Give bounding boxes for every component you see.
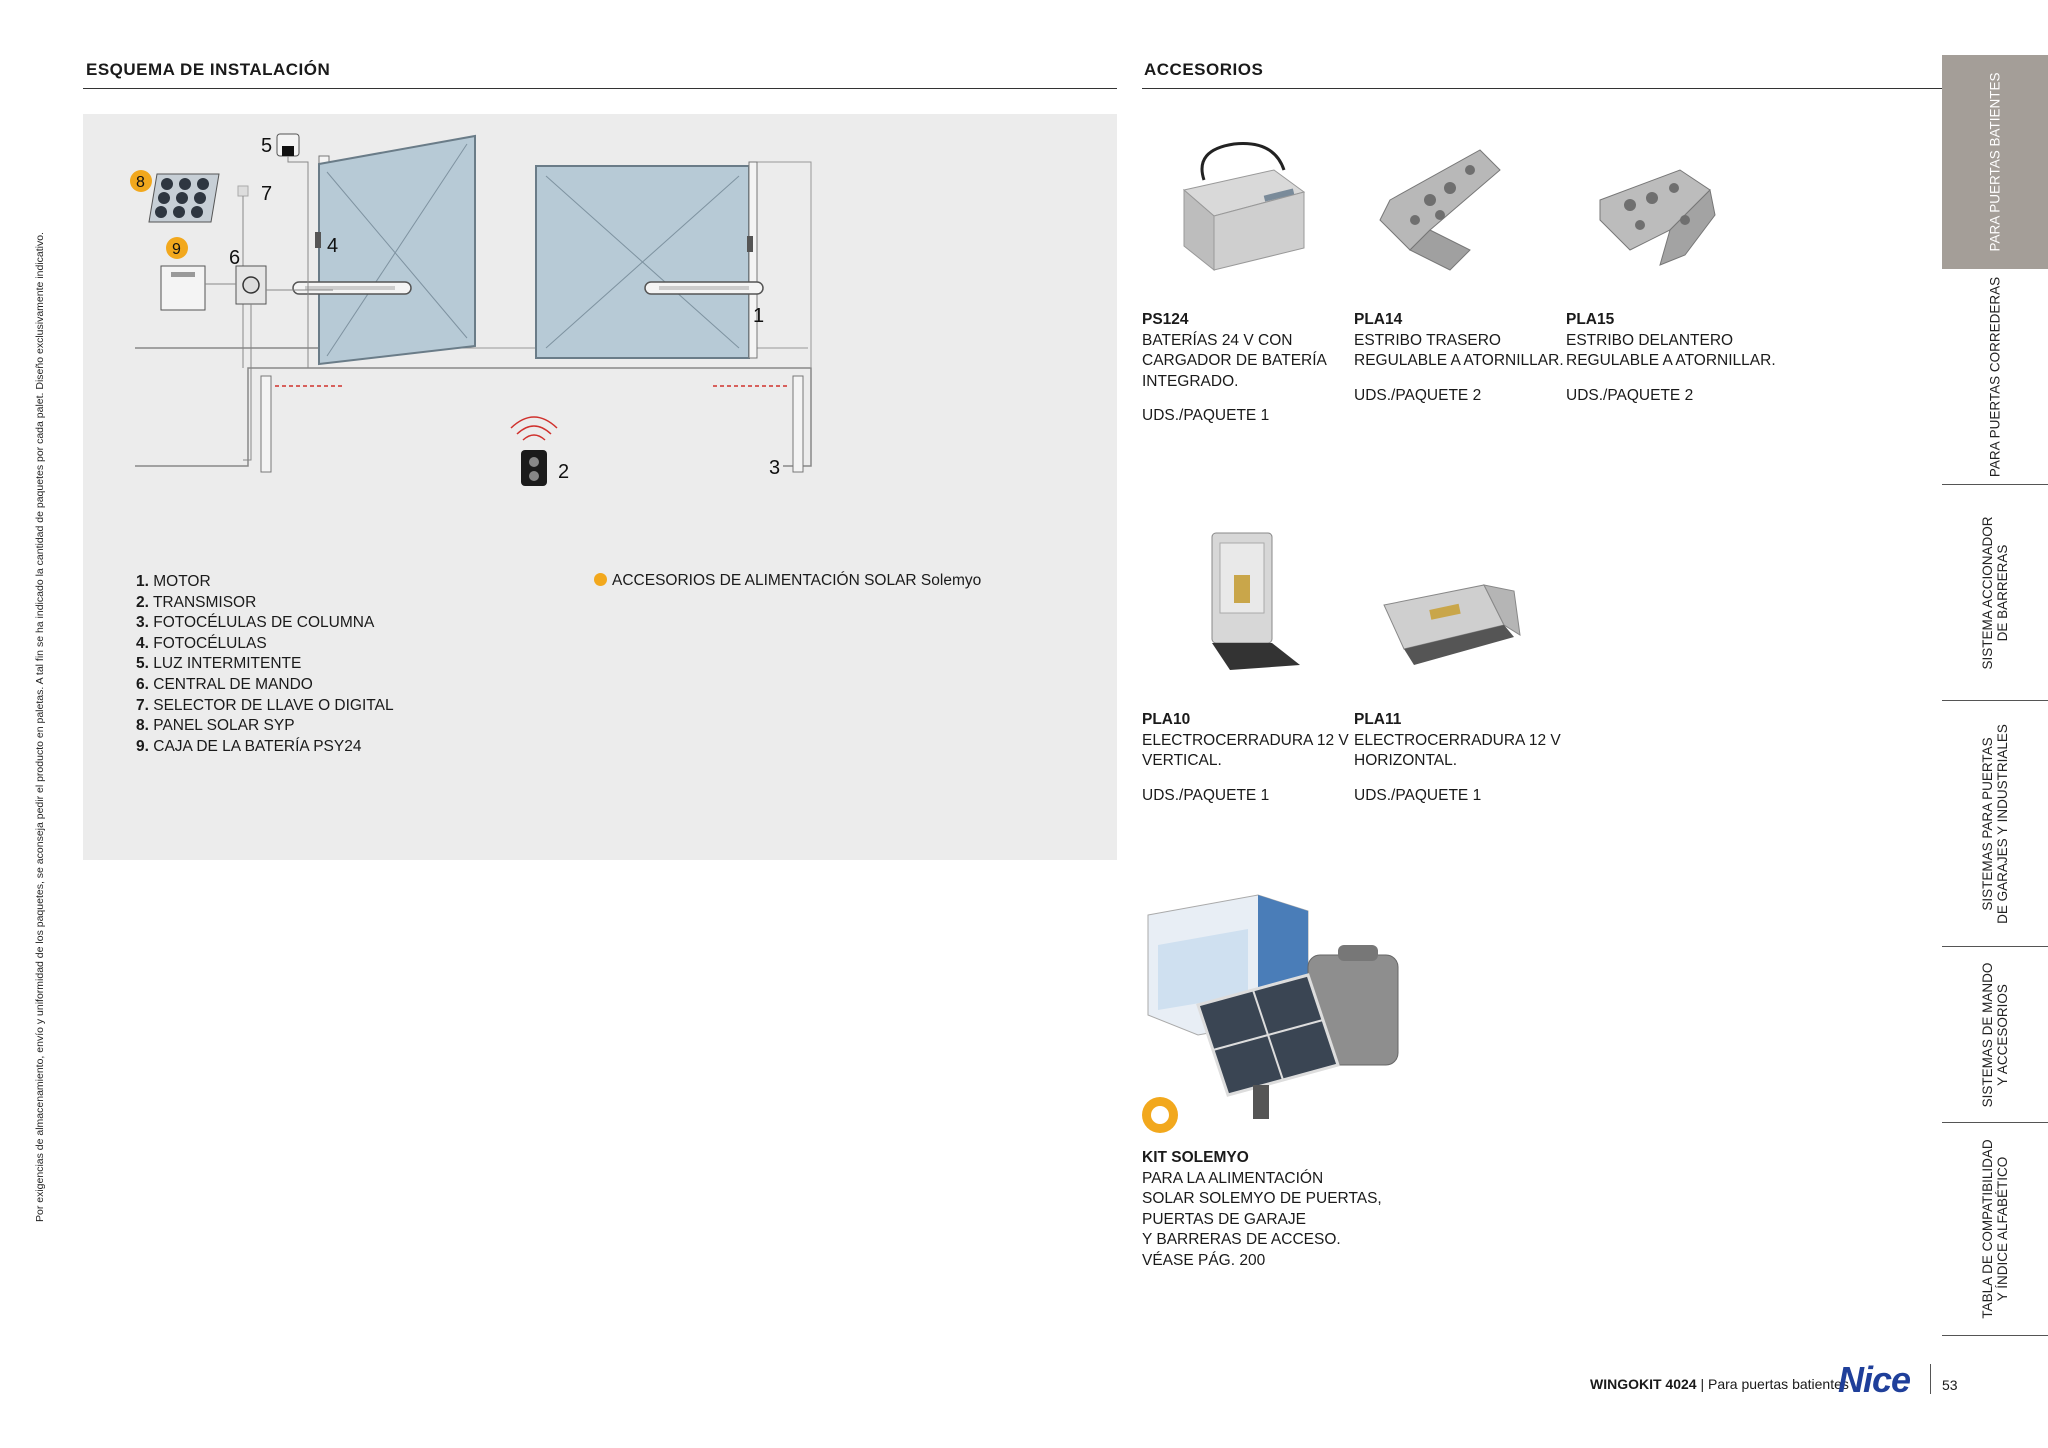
vertical-lock-icon bbox=[1211, 532, 1300, 670]
product-ps124: PS124 BATERÍAS 24 V CON CARGADOR DE BATE… bbox=[1142, 311, 1327, 425]
key-selector-icon bbox=[237, 185, 249, 197]
callout-6: 6 bbox=[229, 247, 240, 269]
front-bracket-icon bbox=[1599, 169, 1716, 266]
photocell-left-icon bbox=[315, 232, 321, 248]
legend-item: 7. SELECTOR DE LLAVE O DIGITAL bbox=[136, 696, 394, 714]
right-pillar bbox=[748, 161, 758, 359]
left-gate-brace bbox=[326, 171, 468, 339]
horizontal-lock-icon bbox=[1383, 584, 1521, 665]
right-wall bbox=[753, 161, 812, 368]
solar-kit-icon bbox=[1142, 894, 1399, 1133]
side-note: Por exigencias de almacenamiento, envío … bbox=[34, 232, 46, 1222]
section-sidebar: PARA PUERTAS BATIENTES PARA PUERTAS CORR… bbox=[1942, 55, 2048, 1336]
right-gate-brace-2 bbox=[545, 175, 740, 349]
solar-accessories-note: ACCESORIOS DE ALIMENTACIÓN SOLAR Solemyo bbox=[594, 572, 981, 590]
accessories-rule bbox=[1142, 88, 1964, 89]
callout-8-badge bbox=[130, 170, 152, 192]
left-gate-brace-2 bbox=[326, 143, 468, 357]
callout-4: 4 bbox=[327, 235, 338, 257]
callout-1: 1 bbox=[753, 305, 764, 327]
callout-8: 8 bbox=[136, 174, 145, 191]
legend-item: 4. FOTOCÉLULAS bbox=[136, 634, 267, 652]
photocell-right-icon bbox=[747, 236, 753, 252]
battery-charger-icon bbox=[1182, 142, 1306, 272]
footer-product: WINGOKIT 4024 | Para puertas batientes bbox=[1590, 1376, 1849, 1392]
product-pla11: PLA11 ELECTROCERRADURA 12 V HORIZONTAL. … bbox=[1354, 711, 1561, 804]
callout-7: 7 bbox=[261, 183, 272, 205]
legend-item: 6. CENTRAL DE MANDO bbox=[136, 675, 313, 693]
tab-puertas-batientes[interactable]: PARA PUERTAS BATIENTES bbox=[1942, 55, 2048, 269]
legend-item: 2. TRANSMISOR bbox=[136, 593, 257, 611]
callout-2: 2 bbox=[558, 461, 569, 483]
product-pla14: PLA14 ESTRIBO TRASERO REGULABLE A ATORNI… bbox=[1354, 311, 1564, 404]
solar-panel-icon bbox=[148, 173, 220, 223]
callout-9: 9 bbox=[172, 241, 181, 258]
tab-puertas-correderas[interactable]: PARA PUERTAS CORREDERAS bbox=[1942, 269, 2048, 485]
transmitter-icon bbox=[510, 416, 558, 486]
nice-logo: Nice bbox=[1838, 1359, 1911, 1400]
product-kit-solemyo: KIT SOLEMYO PARA LA ALIMENTACIÓN SOLAR S… bbox=[1142, 1149, 1382, 1269]
motor-left-icon bbox=[292, 281, 412, 295]
installation-legend: 1. MOTOR 2. TRANSMISOR 3. FOTOCÉLULAS DE… bbox=[136, 572, 394, 757]
column-photocell-right-icon bbox=[792, 375, 804, 473]
motor-right-icon bbox=[644, 281, 764, 295]
solar-dot-icon bbox=[594, 573, 607, 586]
callout-5: 5 bbox=[261, 135, 272, 157]
callout-3: 3 bbox=[769, 457, 780, 479]
legend-item: 1. MOTOR bbox=[136, 573, 211, 590]
footer-divider bbox=[1930, 1364, 1931, 1394]
product-pla10: PLA10 ELECTROCERRADURA 12 V VERTICAL. UD… bbox=[1142, 711, 1349, 804]
installation-diagram-panel: 1 2 3 4 5 6 7 8 9 bbox=[83, 114, 1117, 860]
accessories-title: ACCESORIOS bbox=[1144, 60, 1264, 79]
legend-item: 3. FOTOCÉLULAS DE COLUMNA bbox=[136, 614, 375, 632]
column-photocell-left-icon bbox=[260, 375, 272, 473]
legend-item: 8. PANEL SOLAR SYP bbox=[136, 717, 295, 735]
installation-title: ESQUEMA DE INSTALACIÓN bbox=[86, 60, 331, 79]
rear-bracket-icon bbox=[1379, 149, 1501, 271]
legend-item: 9. CAJA DE LA BATERÍA PSY24 bbox=[136, 737, 362, 755]
page-number: 53 bbox=[1942, 1377, 1958, 1393]
product-pla15: PLA15 ESTRIBO DELANTERO REGULABLE A ATOR… bbox=[1566, 311, 1776, 404]
cable-trench bbox=[135, 367, 812, 467]
callout-9-badge bbox=[166, 237, 188, 259]
legend-item: 5. LUZ INTERMITENTE bbox=[136, 655, 302, 673]
installation-diagram: 1 2 3 4 5 6 7 8 9 bbox=[130, 133, 812, 486]
installation-rule bbox=[83, 88, 1117, 89]
